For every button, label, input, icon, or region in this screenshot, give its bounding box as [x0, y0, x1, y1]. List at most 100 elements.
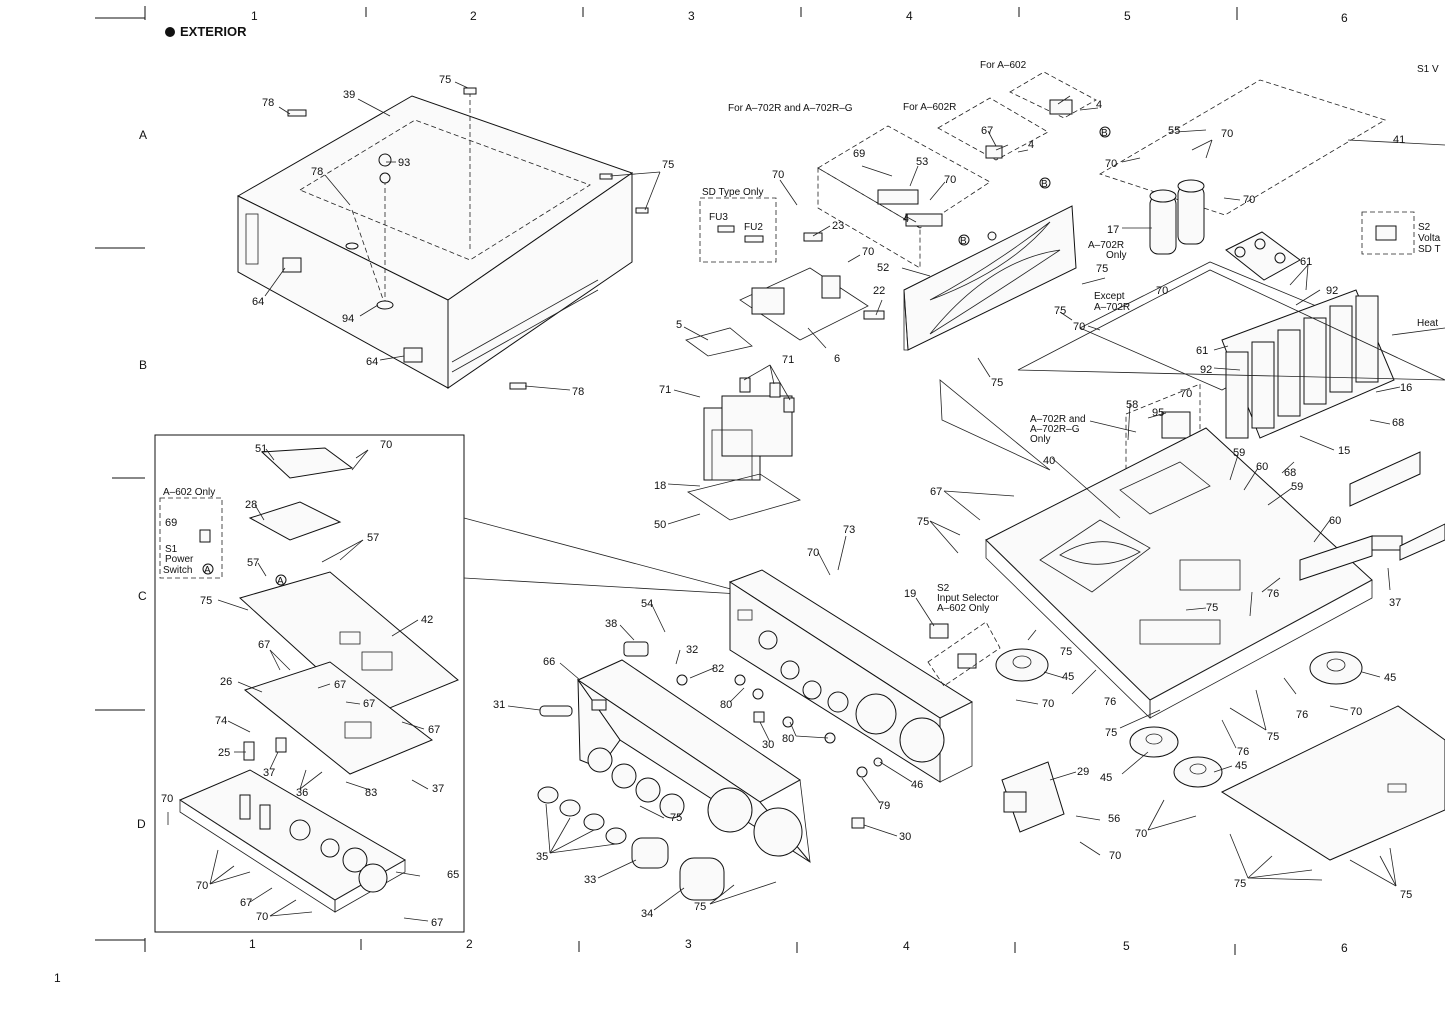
rear-panel: [903, 205, 1077, 351]
a702r-bracket-area: [817, 71, 1097, 269]
bottom-plate: [1220, 705, 1445, 861]
note-s2volt-2: Volta: [1418, 233, 1441, 244]
callout: 75: [917, 516, 929, 528]
grid-row-c: C: [138, 589, 147, 603]
callout: 70: [161, 793, 173, 805]
callout: 25: [218, 747, 230, 759]
callout: 70: [1156, 285, 1168, 297]
feet: [995, 648, 1363, 788]
callout: 92: [1326, 285, 1338, 297]
input-selector: [927, 621, 1001, 687]
marker-b-2: B: [1041, 179, 1048, 190]
callout: 70: [944, 174, 956, 186]
callout: 15: [1338, 445, 1350, 457]
callout: 80: [782, 733, 794, 745]
note-a602-only: A–602 Only: [163, 487, 215, 498]
callout: 61: [1300, 256, 1312, 268]
grid-col-4-bottom: 4: [903, 939, 910, 953]
callout: 45: [1235, 760, 1247, 772]
note-a702rg-3: Only: [1030, 434, 1051, 445]
callout: 70: [1073, 321, 1085, 333]
callout: 30: [899, 831, 911, 843]
callout: 67: [428, 724, 440, 736]
note-heat: Heat: [1417, 318, 1438, 329]
note-s2volt-1: S2: [1418, 222, 1431, 233]
callout: 79: [878, 800, 890, 812]
callout: 19: [904, 588, 916, 600]
callout: 60: [1256, 461, 1268, 473]
grid-col-5-top: 5: [1124, 9, 1131, 23]
callout: 35: [536, 851, 548, 863]
callout: 70: [1243, 194, 1255, 206]
page-number: 1: [54, 971, 61, 985]
callout: 33: [584, 874, 596, 886]
note-except-1: Except: [1094, 291, 1125, 302]
callout: 61: [1196, 345, 1208, 357]
inset-box: [154, 434, 743, 933]
callout: 68: [1284, 467, 1296, 479]
power-section: [685, 197, 885, 521]
callout: 70: [1135, 828, 1147, 840]
note-a702r-only-1: A–702R: [1088, 240, 1124, 251]
callout: 94: [342, 313, 354, 325]
note-a702rg-1: A–702R and: [1030, 414, 1086, 425]
callout: 69: [165, 517, 177, 529]
callout: 75: [439, 74, 451, 86]
note-a702r-only-2: Only: [1106, 250, 1127, 261]
callout: 70: [772, 169, 784, 181]
callout: 51: [255, 443, 267, 455]
callout: 37: [1389, 597, 1401, 609]
callout: 34: [641, 908, 653, 920]
callout: 83: [365, 787, 377, 799]
board-29: [1001, 761, 1065, 833]
note-s2-3: A–602 Only: [937, 603, 989, 614]
callout: 37: [432, 783, 444, 795]
front-subpanel: [728, 569, 974, 783]
callout: 70: [862, 246, 874, 258]
callout: 40: [1043, 455, 1055, 467]
callout: 70: [1180, 388, 1192, 400]
note-s2volt-3: SD T: [1418, 244, 1441, 255]
callout: 42: [421, 614, 433, 626]
callout: 64: [366, 356, 378, 368]
callout: 70: [1221, 128, 1233, 140]
callout: 66: [543, 656, 555, 668]
callout: 74: [215, 715, 227, 727]
callout: 70: [380, 439, 392, 451]
note-except-2: A–702R: [1094, 302, 1130, 313]
callout: 76: [1237, 746, 1249, 758]
callout: 57: [367, 532, 379, 544]
callout: 23: [832, 220, 844, 232]
grid-row-b: B: [139, 358, 147, 372]
callout: 67: [431, 917, 443, 929]
callout: 57: [247, 557, 259, 569]
callout: 75: [1400, 889, 1412, 901]
callout: 39: [343, 89, 355, 101]
callout: 80: [720, 699, 732, 711]
callout: 52: [877, 262, 889, 274]
heatsink: [1125, 289, 1395, 475]
callout: 18: [654, 480, 666, 492]
callout: 67: [240, 897, 252, 909]
callout: 70: [1042, 698, 1054, 710]
callout: 29: [1077, 766, 1089, 778]
note-for-a602: For A–602: [980, 60, 1027, 71]
capacitor-section: [1079, 79, 1415, 391]
callout: 75: [1096, 263, 1108, 275]
callout: 31: [493, 699, 505, 711]
callout: 59: [1233, 447, 1245, 459]
knobs: [537, 641, 883, 901]
grid-col-6-bottom: 6: [1341, 941, 1348, 955]
grid-col-4-top: 4: [906, 9, 913, 23]
note-for-a702r: For A–702R and A–702R–G: [728, 103, 853, 114]
callout: 56: [1108, 813, 1120, 825]
callout: 78: [262, 97, 274, 109]
callout: 67: [930, 486, 942, 498]
callout: 75: [1267, 731, 1279, 743]
callout: 75: [991, 377, 1003, 389]
callout: 45: [1100, 772, 1112, 784]
callout: 32: [686, 644, 698, 656]
callout: 73: [843, 524, 855, 536]
callout: 4: [903, 213, 909, 225]
